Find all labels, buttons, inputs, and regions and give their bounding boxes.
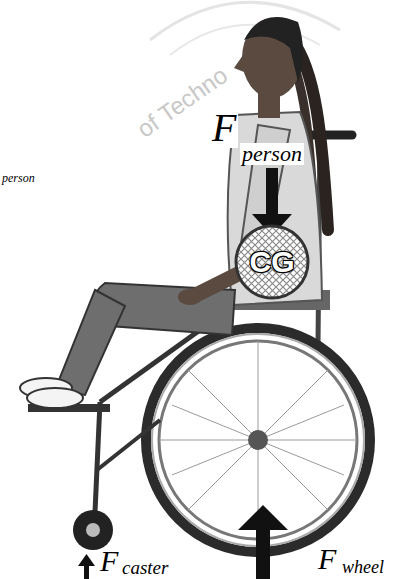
force-symbol: F (318, 544, 336, 574)
shirt (228, 112, 322, 305)
frame-tube (97, 420, 160, 470)
sneaker (27, 388, 83, 408)
force-subscript: person (2, 172, 35, 184)
frame-tube (100, 330, 200, 402)
cg-circle: CG (234, 224, 310, 300)
caster-wheel (73, 510, 113, 550)
hair (244, 17, 303, 82)
caster-fork (95, 402, 100, 512)
nose (234, 55, 244, 72)
force-symbol: F (100, 546, 118, 576)
seal-watermark (150, 2, 340, 40)
force-arrow (78, 554, 95, 579)
force-symbol: F (210, 108, 238, 148)
shin (55, 290, 125, 395)
force-arrow (238, 505, 288, 579)
force-subscript: wheel (342, 558, 384, 576)
force-subscript: person (240, 143, 304, 165)
hand (178, 289, 202, 305)
cg-label: CG (250, 247, 295, 277)
force-subscript: caster (122, 558, 168, 577)
